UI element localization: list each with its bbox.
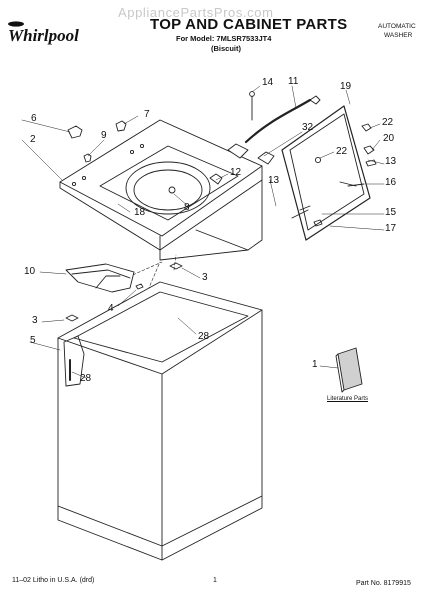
callout-12: 12 [230, 167, 242, 178]
callout-2: 2 [30, 134, 36, 145]
top-lid-part [59, 119, 263, 261]
callout-19: 19 [340, 81, 352, 92]
watermark-text: AppliancePartsPros.com [118, 5, 274, 20]
callout-22a: 22 [382, 117, 394, 128]
callout-10: 10 [24, 266, 36, 277]
literature-parts-icon [335, 347, 363, 393]
brand-name: Whirlpool [8, 26, 79, 45]
callout-17: 17 [385, 223, 397, 234]
model-number: For Model: 7MLSR7533JT4 [176, 34, 272, 43]
callout-5: 5 [30, 335, 36, 346]
page-title: TOP AND CABINET PARTS [150, 16, 348, 33]
callout-3b: 3 [32, 315, 38, 326]
callout-7: 7 [144, 109, 150, 120]
footer-part-number: Part No. 8179915 [356, 580, 411, 587]
callout-3a: 3 [202, 272, 208, 283]
callout-9: 9 [101, 130, 107, 141]
whirlpool-logo-icon: Whirlpool [8, 21, 79, 45]
model-color: (Biscuit) [211, 44, 241, 53]
callout-13a: 13 [385, 156, 397, 167]
footer-print-info: 11–02 Litho in U.S.A. (drd) [12, 577, 95, 584]
callout-14: 14 [262, 77, 274, 88]
callout-28a: 28 [198, 331, 210, 342]
callout-18: 18 [134, 207, 146, 218]
callout-6: 6 [31, 113, 37, 124]
footer-page-number: 1 [213, 577, 217, 584]
callout-16: 16 [385, 177, 397, 188]
leader-lines [21, 85, 385, 379]
callout-32: 32 [302, 122, 314, 133]
callout-20: 20 [383, 133, 395, 144]
cabinet-part [57, 281, 263, 561]
lid-switch-harness [227, 91, 321, 165]
product-type-line1: AUTOMATIC [378, 23, 416, 30]
bracket-part [65, 263, 144, 293]
literature-parts-label: Literature Parts [327, 396, 369, 402]
callout-28b: 28 [80, 373, 92, 384]
product-type-line2: WASHER [384, 32, 413, 39]
lid-part [281, 105, 377, 241]
callout-22b: 22 [336, 146, 348, 157]
hinge-parts [67, 120, 223, 194]
assembly-lines [109, 254, 177, 291]
callout-4: 4 [108, 303, 114, 314]
brand-logo: Whirlpool [6, 20, 98, 51]
callout-1: 1 [312, 359, 318, 370]
callout-15: 15 [385, 207, 397, 218]
callout-13b: 13 [268, 175, 280, 186]
callout-11: 11 [288, 76, 299, 87]
callout-8: 8 [184, 202, 190, 213]
